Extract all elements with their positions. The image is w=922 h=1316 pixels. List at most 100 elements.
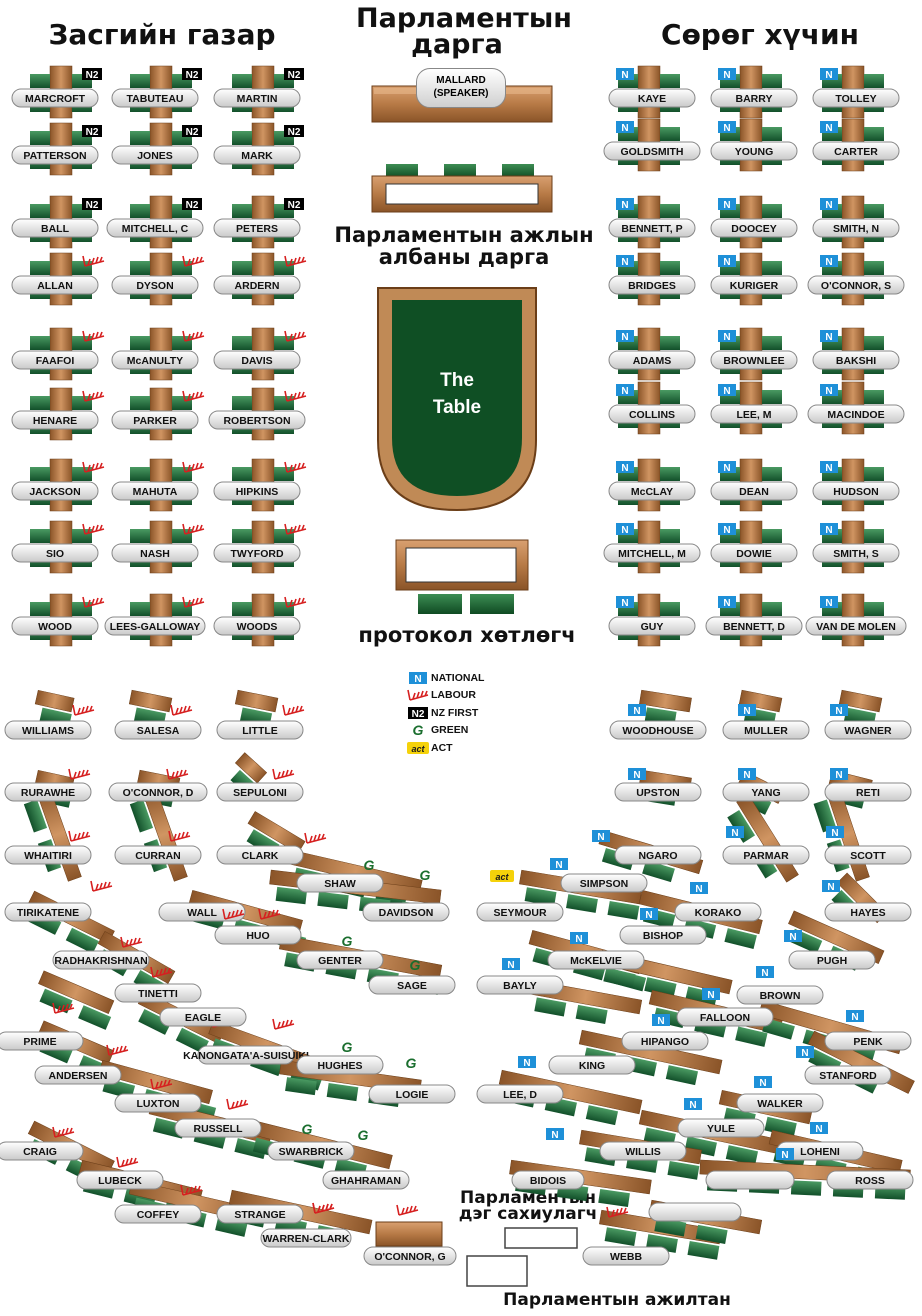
seat-label: DYSON (111, 275, 199, 295)
labour-icon (304, 832, 327, 844)
seat-label: SEPULONI (216, 782, 304, 802)
svg-text:MARTIN: MARTIN (237, 93, 278, 105)
seat-label: BENNETT, D (705, 616, 803, 636)
svg-text:MARK: MARK (241, 150, 273, 162)
seat-label: WILLIAMS (4, 720, 92, 740)
national-icon: N (628, 768, 646, 781)
labour-icon (284, 596, 307, 608)
svg-text:N: N (743, 770, 750, 781)
svg-text:N: N (597, 832, 604, 843)
svg-text:N: N (825, 200, 832, 211)
national-icon: N (616, 384, 634, 397)
national-icon: N (830, 704, 848, 717)
national-icon: N (756, 966, 774, 979)
labour-icon (90, 880, 113, 892)
seat-label: HUDSON (812, 481, 900, 501)
svg-text:N: N (825, 332, 832, 343)
seat-label: BIDOIS (511, 1170, 585, 1190)
svg-text:N: N (657, 1016, 664, 1027)
seat-label: HIPANGO (621, 1031, 709, 1051)
labour-icon (182, 330, 205, 342)
svg-text:JACKSON: JACKSON (29, 486, 80, 498)
seat-label: JONES (111, 145, 199, 165)
svg-text:N: N (743, 706, 750, 717)
svg-text:YULE: YULE (707, 1123, 735, 1135)
svg-text:CARTER: CARTER (834, 146, 878, 158)
svg-text:SMITH, S: SMITH, S (833, 548, 879, 560)
labour-icon (52, 1002, 75, 1014)
national-icon: N (616, 523, 634, 536)
nzfirst-icon: N2 (182, 198, 202, 211)
seat-label: ARDERN (213, 275, 301, 295)
svg-text:COFFEY: COFFEY (137, 1209, 180, 1221)
labour-icon (68, 830, 91, 842)
national-icon: N (592, 830, 610, 843)
svg-text:N2: N2 (186, 70, 199, 81)
svg-text:N: N (523, 1058, 530, 1069)
national-icon: N (616, 330, 634, 343)
national-icon: N (718, 523, 736, 536)
seat-label: KING (548, 1055, 636, 1075)
seat-label: KORAKO (674, 902, 762, 922)
svg-text:DOWIE: DOWIE (736, 548, 772, 560)
national-icon: N (616, 255, 634, 268)
svg-text:N: N (723, 332, 730, 343)
national-icon: N (822, 880, 840, 893)
svg-text:O'CONNOR, D: O'CONNOR, D (123, 787, 194, 799)
svg-text:DOOCEY: DOOCEY (731, 223, 777, 235)
seat-label: RURAWHE (4, 782, 92, 802)
svg-text:HIPANGO: HIPANGO (641, 1036, 689, 1048)
national-icon: N (738, 704, 756, 717)
seat-label: McKELVIE (547, 950, 645, 970)
svg-text:N: N (621, 123, 628, 134)
seat-label: COLLINS (608, 404, 696, 424)
seat-label: PETERS (213, 218, 301, 238)
svg-text:N: N (825, 598, 832, 609)
speaker-chairs (386, 164, 534, 178)
labour-icon (170, 704, 193, 716)
speaker-label: MALLARD (SPEAKER) (416, 68, 506, 108)
national-icon: N (820, 198, 838, 211)
svg-text:N: N (723, 70, 730, 81)
svg-text:SIMPSON: SIMPSON (580, 878, 628, 890)
svg-text:SIO: SIO (46, 548, 64, 560)
national-icon: N (820, 68, 838, 81)
svg-text:LEES-GALLOWAY: LEES-GALLOWAY (110, 621, 201, 633)
svg-text:KING: KING (579, 1060, 605, 1072)
labour-icon (284, 523, 307, 535)
seat-label: LEE, M (710, 404, 798, 424)
legend-label: NZ FIRST (431, 706, 479, 719)
seat-label: STANFORD (804, 1065, 892, 1085)
svg-text:CLARK: CLARK (242, 850, 279, 862)
seat-label: TINETTI (114, 983, 202, 1003)
svg-text:SHAW: SHAW (324, 878, 356, 890)
svg-text:McANULTY: McANULTY (127, 355, 183, 367)
svg-text:WALL: WALL (187, 907, 217, 919)
sergeant-box-1 (504, 1227, 578, 1249)
seat-label: SMITH, N (812, 218, 900, 238)
svg-text:LUBECK: LUBECK (98, 1175, 142, 1187)
svg-text:PATTERSON: PATTERSON (23, 150, 86, 162)
national-icon: N (718, 461, 736, 474)
svg-text:N: N (555, 860, 562, 871)
svg-text:N: N (723, 123, 730, 134)
labour-icon (150, 966, 173, 978)
speaker-role: (SPEAKER) (433, 87, 489, 99)
svg-text:N: N (621, 463, 628, 474)
seat-label: LUBECK (76, 1170, 164, 1190)
national-icon: N (820, 461, 838, 474)
svg-text:KORAKO: KORAKO (695, 907, 742, 919)
svg-text:NASH: NASH (140, 548, 170, 560)
national-icon: N (702, 988, 720, 1001)
national-icon: N (518, 1056, 536, 1069)
national-icon: N (718, 121, 736, 134)
svg-text:LUXTON: LUXTON (137, 1098, 180, 1110)
seat-label: ADAMS (608, 350, 696, 370)
national-icon: N (690, 882, 708, 895)
svg-text:BIDOIS: BIDOIS (530, 1175, 566, 1187)
green-icon: G (410, 957, 421, 973)
svg-text:KURIGER: KURIGER (730, 280, 779, 292)
labour-icon (284, 330, 307, 342)
svg-text:O'CONNOR, S: O'CONNOR, S (821, 280, 891, 292)
svg-text:MACINDOE: MACINDOE (827, 409, 884, 421)
